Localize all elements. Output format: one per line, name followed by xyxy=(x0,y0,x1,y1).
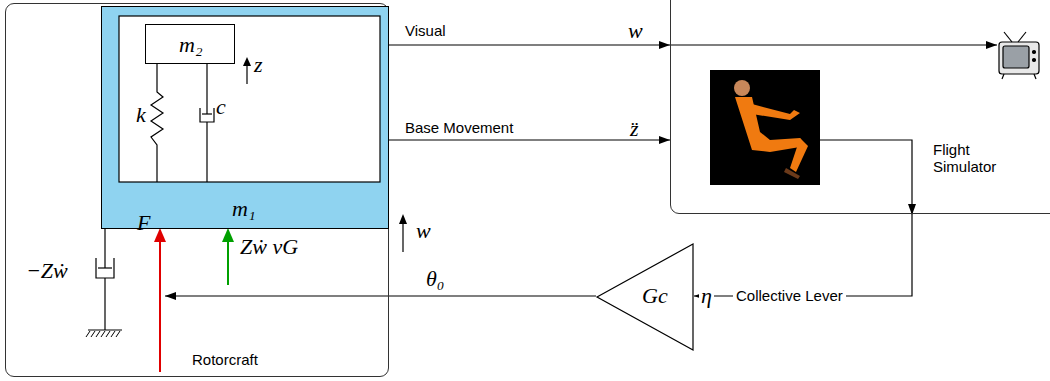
signal-arrow xyxy=(389,41,997,49)
spring-symbol xyxy=(151,64,163,182)
signal-arrow xyxy=(694,140,916,300)
edge-label: Visual xyxy=(405,22,446,39)
gain-triangle: Gc xyxy=(596,243,694,351)
hatch-stroke xyxy=(116,331,120,337)
w-label: w xyxy=(416,220,431,242)
hatch-stroke xyxy=(96,331,100,337)
node-label: Rotorcraft xyxy=(192,351,258,368)
eta-label: η xyxy=(699,285,714,307)
signal-arrow xyxy=(165,292,596,300)
node-label: Gc xyxy=(642,285,668,307)
hatch-stroke xyxy=(106,331,110,337)
w-label: w xyxy=(628,20,643,42)
arrowhead xyxy=(986,41,997,49)
signal-arrow xyxy=(389,136,670,144)
gust-force-label: Zẇ vG xyxy=(240,236,298,258)
hatch-stroke xyxy=(101,331,105,337)
node-label: m₂ xyxy=(179,34,203,56)
theta-label: θ₀ xyxy=(426,268,444,290)
edge-label: Collective Lever xyxy=(733,287,846,304)
arrowhead xyxy=(165,292,176,300)
inner-frame-rect xyxy=(119,16,380,182)
mass-m2-box: m₂ xyxy=(145,24,235,64)
node-label: Flight Simulator xyxy=(933,141,1013,176)
k-label: k xyxy=(136,104,146,126)
rotorcraft-box: Rotorcraft m₁ m₂ xyxy=(5,3,389,377)
hatch-stroke xyxy=(86,331,90,337)
zddot-label: z̈ xyxy=(630,118,639,140)
arrowhead xyxy=(659,136,670,144)
node-label: m₁ xyxy=(232,198,256,220)
z-label: z xyxy=(254,54,263,76)
z-arrow xyxy=(246,64,247,84)
c-label: c xyxy=(216,96,226,118)
hatch-stroke xyxy=(91,331,95,337)
force-label: F xyxy=(137,212,150,234)
damping-label: −Zẇ xyxy=(26,260,68,282)
damper-symbol xyxy=(200,57,251,182)
hatch-stroke xyxy=(111,331,115,337)
edge-label: Base Movement xyxy=(405,119,513,136)
flight-simulator-box: Flight Simulator xyxy=(670,0,1050,214)
